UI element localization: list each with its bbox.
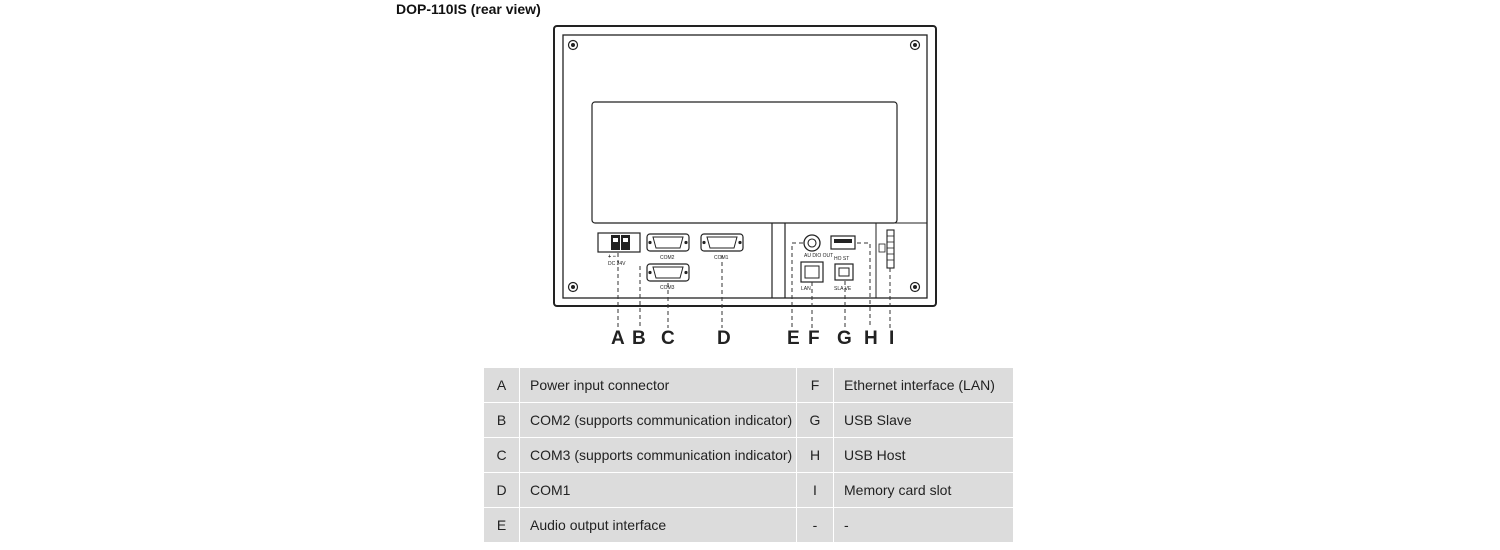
table-row: E Audio output interface - - [484,508,1014,543]
usb-host-port-icon [830,235,856,250]
callout-i: I [889,328,894,349]
screw-icon [909,281,921,293]
legend-key: C [484,438,520,473]
audio-jack-icon [803,234,821,252]
lan-label: LAN [801,286,811,292]
lan-port-icon [800,261,824,283]
callout-a: A [611,328,625,349]
usb-slave-label: SLA VE [834,286,852,292]
com3-port-icon [646,263,690,282]
legend-description: USB Slave [834,403,1014,438]
callout-g: G [837,328,852,349]
rear-view-diagram: + − DC 24V COM2 COM3 COM1 AU DIO OUT LAN… [553,25,937,349]
table-row: A Power input connector F Ethernet inter… [484,368,1014,403]
legend-key: A [484,368,520,403]
power-connector-icon: + − [597,232,641,260]
com1-port-icon [700,233,744,252]
legend-key: I [797,473,834,508]
callout-leader-lines [617,242,891,328]
legend-description: Audio output interface [520,508,797,543]
legend-description: Power input connector [520,368,797,403]
usb-host-label: HO ST [834,256,849,262]
com2-port-icon [646,233,690,252]
legend-key: B [484,403,520,438]
screw-icon [567,281,579,293]
callout-d: D [717,328,731,349]
power-label: DC 24V [608,261,626,267]
legend-key: H [797,438,834,473]
screw-icon [909,39,921,51]
callout-f: F [808,328,820,349]
table-row: C COM3 (supports communication indicator… [484,438,1014,473]
legend-key: E [484,508,520,543]
legend-key: F [797,368,834,403]
legend-description: USB Host [834,438,1014,473]
audio-label: AU DIO OUT [804,253,833,259]
com2-label: COM2 [660,255,675,261]
com3-label: COM3 [660,285,675,291]
callout-b: B [632,328,646,349]
diagram-title: DOP-110IS (rear view) [396,1,541,17]
svg-text:+ −: + − [608,254,616,260]
screw-icon [567,39,579,51]
legend-description: Memory card slot [834,473,1014,508]
legend-description: Ethernet interface (LAN) [834,368,1014,403]
legend-description: COM1 [520,473,797,508]
callout-h: H [864,328,878,349]
legend-key: G [797,403,834,438]
legend-key: - [797,508,834,543]
legend-key: D [484,473,520,508]
label-recess [591,101,898,224]
usb-slave-port-icon [834,263,854,281]
callout-e: E [787,328,800,349]
table-row: B COM2 (supports communication indicator… [484,403,1014,438]
table-row: D COM1 I Memory card slot [484,473,1014,508]
legend-table: A Power input connector F Ethernet inter… [484,368,1014,543]
callout-c: C [661,328,675,349]
legend-description: COM3 (supports communication indicator) [520,438,797,473]
legend-description: - [834,508,1014,543]
legend-description: COM2 (supports communication indicator) [520,403,797,438]
com1-label: COM1 [714,255,729,261]
